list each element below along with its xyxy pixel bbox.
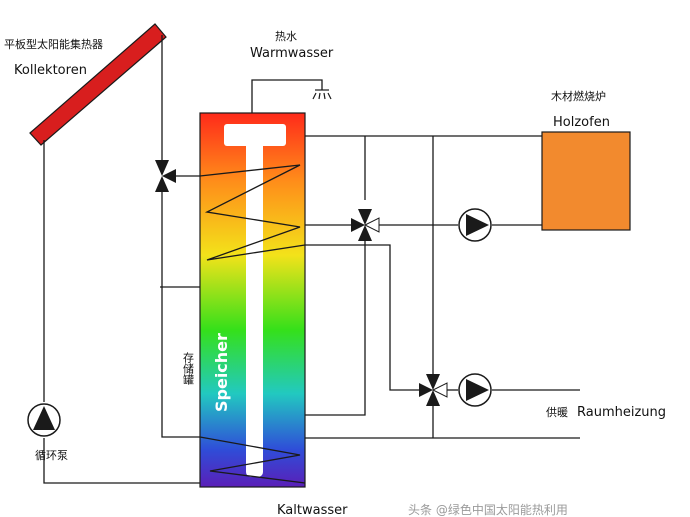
hot-water-label-cn: 热水: [275, 30, 297, 43]
collector-label-cn: 平板型太阳能集热器: [4, 37, 103, 51]
tank-label-cn: 存储罐: [182, 351, 195, 386]
stove-three-way-valve-icon: [351, 209, 380, 241]
stove-label-cn: 木材燃烧炉: [551, 89, 606, 103]
wood-stove-box: [541, 131, 631, 231]
heating-pump-icon: [458, 373, 492, 407]
heating-label-de: Raumheizung: [577, 405, 666, 420]
stove-pump-icon: [458, 208, 492, 242]
collector-three-way-valve-icon: [155, 160, 176, 192]
watermark-text: 头条 @绿色中国太阳能热利用: [408, 502, 568, 517]
collector-label-de: Kollektoren: [14, 63, 87, 78]
tank-vertical-label: Speicher: [212, 333, 231, 412]
pipe-network: [43, 35, 580, 484]
pump-label-cn: 循环泵: [35, 449, 68, 462]
solar-collector-panel: [29, 23, 167, 146]
heating-label-cn: 供暖: [546, 405, 568, 419]
cold-water-label-de: Kaltwasser: [277, 503, 348, 517]
shower-head-icon: [312, 89, 332, 100]
heating-three-way-valve-icon: [419, 374, 448, 406]
stove-label-de: Holzofen: [553, 115, 610, 130]
circulation-pump-icon: [27, 403, 61, 437]
hot-water-label-de: Warmwasser: [250, 46, 334, 61]
storage-tank: [199, 112, 306, 488]
